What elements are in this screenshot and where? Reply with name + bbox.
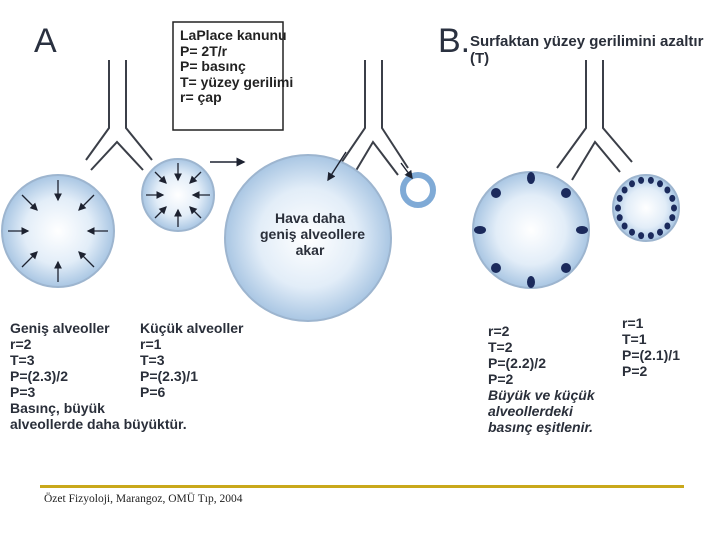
airway-a — [85, 60, 153, 171]
footer-rule — [40, 485, 684, 488]
text-line: T=3 — [10, 352, 35, 368]
laplace-line: P= 2T/r — [180, 42, 228, 59]
surfactant-large — [474, 172, 588, 288]
footer-citation: Özet Fizyoloji, Marangoz, OMÜ Tıp, 2004 — [44, 493, 243, 505]
surfactant-dot — [647, 176, 654, 184]
text-line: P=2 — [488, 371, 514, 387]
surfactant-dot — [638, 232, 645, 240]
text-line: P=(2.3)/2 — [10, 368, 68, 384]
surfactant-dot — [629, 228, 635, 236]
inward-arrows-large — [8, 180, 108, 282]
text-line: P=6 — [140, 384, 166, 400]
surfactant-dot — [615, 204, 621, 212]
text-line: P=(2.1)/1 — [622, 347, 680, 363]
big-alveolus-middle — [224, 154, 392, 322]
collapsing-small-alveolus — [400, 172, 436, 208]
text-line: P=(2.2)/2 — [488, 355, 546, 371]
laplace-line: r= çap — [180, 89, 222, 105]
text-line: P=3 — [10, 384, 36, 400]
text-line: Küçük alveoller — [140, 320, 244, 336]
laplace-text: LaPlace kanunu P= 2T/r P= basınç T= yüze… — [180, 27, 294, 106]
caption-line: Hava daha — [274, 210, 346, 226]
surfactant-dot — [669, 194, 676, 202]
surfactant-dot — [657, 180, 663, 188]
text-line: T=3 — [140, 352, 165, 368]
surfactant-dot — [664, 186, 671, 194]
small-alveolus-b — [612, 174, 680, 242]
text-line: Geniş alveoller — [10, 320, 110, 336]
small-b-text: r=1 T=1 P=(2.1)/1 P=2 — [622, 315, 680, 379]
small-alveoli-text: Küçük alveoller r=1 T=3 P=(2.3)/1 P=6 — [140, 320, 244, 400]
text-line: alveollerde daha büyüktür. — [10, 416, 187, 432]
large-b-text: r=2 T=2 P=(2.2)/2 P=2 Büyük ve küçük alv… — [488, 323, 595, 435]
text-line: Basınç, büyük — [10, 400, 105, 416]
text-line: P=2 — [622, 363, 648, 379]
large-alveoli-text: Geniş alveoller r=2 T=3 P=(2.3)/2 P=3 Ba… — [10, 320, 187, 432]
text-line: T=2 — [488, 339, 513, 355]
large-alveolus-b — [472, 171, 590, 289]
text-line: r=2 — [488, 323, 510, 339]
text-line: P=(2.3)/1 — [140, 368, 198, 384]
text-line: r=1 — [140, 336, 162, 352]
surfactant-dot — [671, 204, 677, 212]
text-line: r=1 — [622, 315, 644, 331]
panel-a-label: A — [34, 22, 57, 60]
laplace-line: LaPlace kanunu — [180, 27, 287, 43]
laplace-box — [172, 21, 284, 131]
caption-line: akar — [295, 242, 325, 258]
caption-line: geniş alveollere — [260, 226, 366, 242]
surfactant-dot — [621, 222, 628, 230]
panel-b-label: B. — [438, 22, 471, 60]
surfactant-dot — [664, 222, 671, 230]
surfactant-small — [615, 176, 677, 240]
surfactant-dot — [638, 176, 645, 184]
text-line: alveollerdeki — [488, 403, 573, 419]
text-line: r=2 — [10, 336, 32, 352]
surfactant-dot — [657, 228, 663, 236]
text-line: basınç eşitlenir. — [488, 419, 594, 435]
surfactant-dot — [629, 180, 635, 188]
airway-b — [556, 60, 633, 181]
text-line: T=1 — [622, 331, 647, 347]
big-alveolus-caption: Hava daha geniş alveollere akar — [260, 210, 366, 258]
surfactant-dot — [647, 232, 654, 240]
surfactant-dot — [621, 186, 628, 194]
surfactant-dot — [616, 214, 623, 222]
panel-b-title: Surfaktan yüzey gerilimini azaltır (T) — [470, 33, 704, 67]
surfactant-dot — [669, 214, 676, 222]
inward-arrows-small — [146, 163, 210, 227]
laplace-line: P= basınç — [180, 58, 246, 74]
flow-arrows-middle — [327, 151, 413, 182]
surfactant-dot — [616, 194, 623, 202]
laplace-line: T= yüzey gerilimi — [180, 73, 294, 90]
text-line: Büyük ve küçük — [488, 387, 595, 403]
